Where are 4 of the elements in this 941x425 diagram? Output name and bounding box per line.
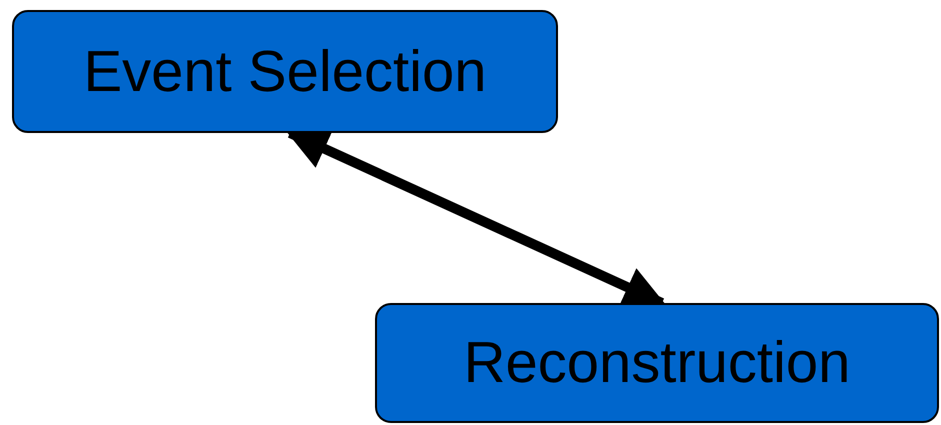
box-label: Event Selection: [83, 42, 487, 100]
box-label: Reconstruction: [464, 334, 850, 392]
process-box: [375, 303, 939, 423]
process-box: [12, 10, 558, 133]
